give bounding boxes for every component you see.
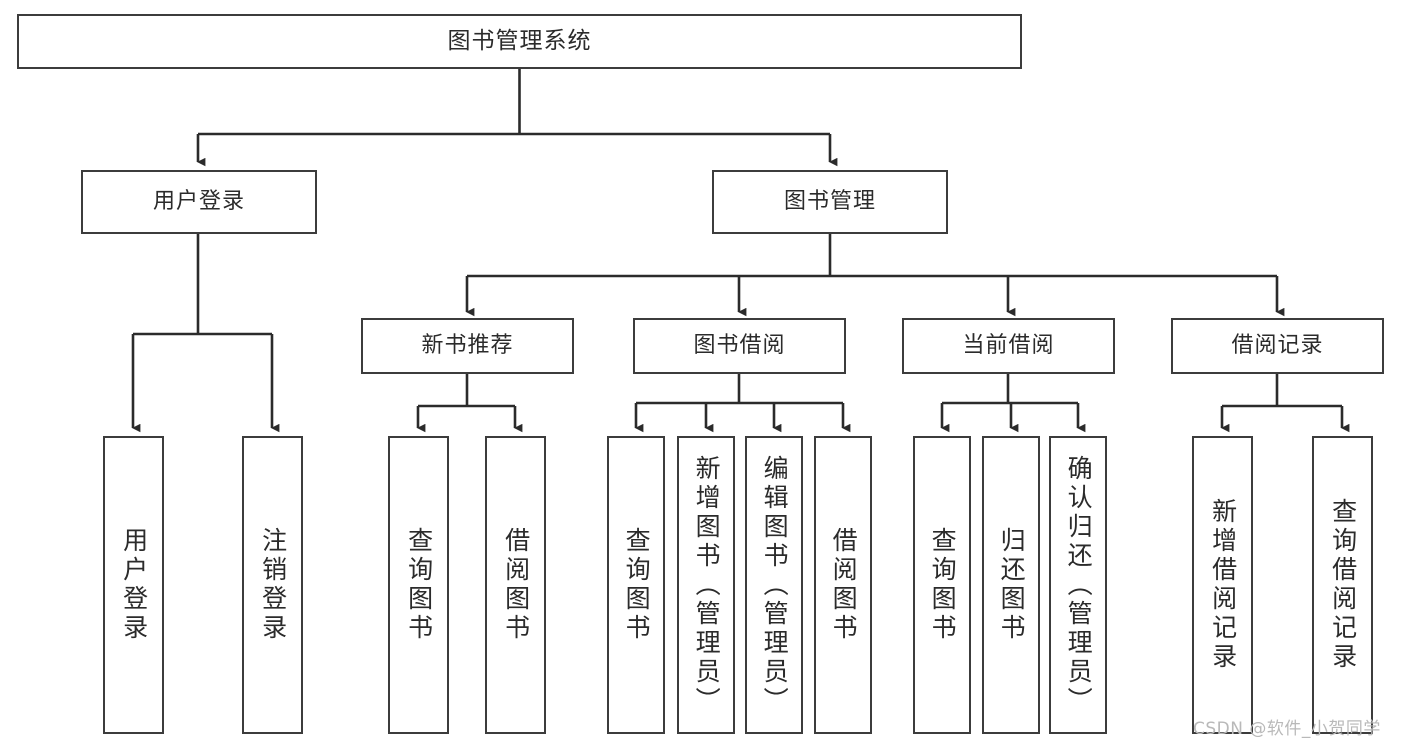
node-leaf-borrow-book-1[interactable]: 借阅图书: [485, 436, 546, 734]
node-leaf-logout-login[interactable]: 注销登录: [242, 436, 303, 734]
node-leaf-return-book[interactable]: 归还图书: [982, 436, 1040, 734]
node-leaf-add-book-label: 新增图书（管理员）: [692, 454, 722, 716]
node-leaf-borrow-book-1-label: 借阅图书: [501, 527, 531, 643]
node-leaf-edit-book[interactable]: 编辑图书（管理员）: [745, 436, 803, 734]
node-book-borrow[interactable]: 图书借阅: [633, 318, 846, 374]
node-leaf-user-login-label: 用户登录: [119, 527, 149, 643]
node-leaf-query-book-3[interactable]: 查询图书: [913, 436, 971, 734]
node-new-book-recommend-label: 新书推荐: [421, 333, 514, 359]
node-leaf-edit-book-label: 编辑图书（管理员）: [760, 454, 790, 716]
node-leaf-borrow-book-2-label: 借阅图书: [829, 527, 859, 643]
node-leaf-query-record-label: 查询借阅记录: [1328, 498, 1358, 672]
node-new-book-recommend[interactable]: 新书推荐: [361, 318, 574, 374]
node-leaf-add-book[interactable]: 新增图书（管理员）: [677, 436, 735, 734]
node-leaf-query-book-3-label: 查询图书: [928, 527, 958, 643]
node-user-login[interactable]: 用户登录: [81, 170, 317, 234]
node-borrow-record[interactable]: 借阅记录: [1171, 318, 1384, 374]
node-leaf-confirm-return[interactable]: 确认归还（管理员）: [1049, 436, 1107, 734]
node-current-borrow-label: 当前借阅: [962, 333, 1055, 359]
node-leaf-borrow-book-2[interactable]: 借阅图书: [814, 436, 872, 734]
node-leaf-query-book-2-label: 查询图书: [622, 527, 652, 643]
node-leaf-add-record-label: 新增借阅记录: [1208, 498, 1238, 672]
node-book-borrow-label: 图书借阅: [693, 333, 786, 359]
node-leaf-query-book-2[interactable]: 查询图书: [607, 436, 665, 734]
node-borrow-record-label: 借阅记录: [1231, 333, 1324, 359]
node-leaf-return-book-label: 归还图书: [997, 527, 1027, 643]
node-current-borrow[interactable]: 当前借阅: [902, 318, 1115, 374]
node-leaf-query-book-1[interactable]: 查询图书: [388, 436, 449, 734]
node-root-label: 图书管理系统: [447, 28, 592, 55]
node-leaf-logout-login-label: 注销登录: [258, 527, 288, 643]
node-leaf-query-book-1-label: 查询图书: [404, 527, 434, 643]
node-book-manage-label: 图书管理: [783, 189, 876, 215]
node-user-login-label: 用户登录: [152, 189, 245, 215]
node-leaf-add-record[interactable]: 新增借阅记录: [1192, 436, 1253, 734]
node-leaf-confirm-return-label: 确认归还（管理员）: [1064, 454, 1094, 716]
node-leaf-query-record[interactable]: 查询借阅记录: [1312, 436, 1373, 734]
csdn-watermark: CSDN @软件_小贺同学: [1193, 719, 1381, 739]
node-book-manage[interactable]: 图书管理: [712, 170, 948, 234]
node-leaf-user-login[interactable]: 用户登录: [103, 436, 164, 734]
node-root[interactable]: 图书管理系统: [17, 14, 1022, 69]
